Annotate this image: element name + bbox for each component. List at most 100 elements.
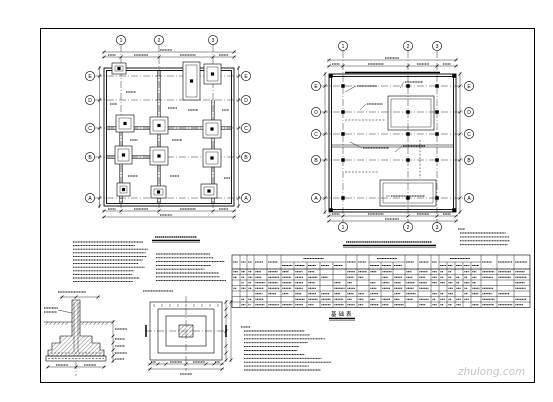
footing-step	[203, 186, 215, 196]
opening	[387, 95, 435, 131]
axis-bubble-circle	[311, 155, 321, 165]
dimension-tick	[97, 204, 102, 208]
dimension-tick	[102, 209, 106, 213]
dimension-tick	[327, 214, 331, 218]
dimension-chain	[327, 64, 458, 68]
dimension-tick	[60, 295, 64, 299]
table-title: 基础表	[331, 310, 354, 318]
dimension-texts	[115, 328, 127, 360]
footing-step	[206, 66, 219, 82]
annotations	[344, 81, 425, 197]
dimension-chain	[323, 72, 327, 214]
footing-step	[117, 148, 130, 162]
dimension-tick	[323, 84, 327, 88]
dimension-tick	[232, 209, 236, 213]
footing	[149, 146, 169, 166]
footing-plan-detail	[143, 290, 233, 375]
axis-label: A	[467, 196, 471, 202]
dimension-texts	[151, 361, 220, 375]
dimension-tick	[97, 74, 102, 78]
axis-bubble-circle	[311, 129, 321, 139]
dimension-tick	[236, 126, 241, 130]
axis-bubble: 3	[432, 222, 442, 232]
axis-bubble-circle	[464, 193, 474, 203]
axis-label: C	[314, 132, 318, 138]
axis-label: 2	[158, 38, 161, 44]
footing-step	[119, 185, 128, 194]
axis-label: E	[314, 84, 318, 90]
dimension-tick	[341, 64, 345, 68]
dimension-chain	[102, 209, 236, 213]
table-title-underline	[329, 317, 355, 321]
axis-bubble: 2	[154, 35, 164, 45]
ground-hatch	[57, 321, 61, 326]
column	[341, 132, 345, 136]
column	[435, 158, 439, 162]
column	[406, 158, 410, 162]
axis-label: E	[244, 74, 248, 80]
axis-bubble: A	[311, 193, 321, 203]
ground-hatch	[85, 321, 89, 326]
column	[329, 208, 333, 212]
column	[435, 196, 439, 200]
foundation-plan-notes	[73, 241, 226, 283]
dimension-tick	[164, 362, 168, 366]
dimension-tick	[454, 219, 458, 223]
axis-bubble: 2	[403, 222, 413, 232]
leader-line	[57, 309, 73, 314]
dimension-tick	[211, 55, 215, 59]
dimension-tick	[323, 210, 327, 214]
dimension-tick	[111, 320, 115, 324]
dimension-tick	[236, 98, 241, 102]
ground-hatch	[61, 321, 65, 326]
dimension-tick	[97, 66, 102, 70]
footing	[116, 182, 131, 197]
column	[452, 74, 456, 78]
footing-step	[153, 188, 164, 196]
axis-label: 2	[407, 225, 410, 231]
dimension-tick	[97, 98, 102, 102]
axis-label: D	[467, 110, 471, 116]
ground-hatch	[53, 321, 57, 326]
axis-bubble: A	[464, 193, 474, 203]
dimension-tick	[212, 362, 216, 366]
column	[329, 74, 333, 78]
dimension-tick	[454, 214, 458, 218]
footing-step	[205, 151, 219, 165]
walls-and-beams	[328, 71, 457, 213]
footing	[114, 145, 133, 165]
axis-bubble-circle	[85, 71, 95, 81]
dimension-tick	[148, 367, 152, 371]
axis-label: 2	[407, 44, 410, 50]
axis-bubble-circle	[154, 35, 164, 45]
footing-step	[205, 122, 219, 136]
footing-step	[185, 64, 198, 98]
axis-label: D	[314, 110, 318, 116]
ground-hatch	[45, 321, 49, 326]
dimension-tick	[224, 351, 228, 355]
axis-bubble-circle	[85, 123, 95, 133]
axis-bubble-circle	[464, 155, 474, 165]
column	[157, 123, 161, 128]
dimension-tick	[102, 55, 106, 59]
axis-bubble-circle	[338, 41, 348, 51]
perimeter-wall	[106, 70, 232, 204]
dimension-tick	[97, 126, 102, 130]
axis-label: D	[244, 98, 248, 104]
column	[341, 196, 345, 200]
dimension-tick	[327, 64, 331, 68]
dimension-tick	[323, 158, 327, 162]
table-body	[233, 271, 527, 306]
dimension-tick	[74, 295, 78, 299]
column	[189, 79, 194, 83]
stair-area	[379, 179, 437, 207]
axis-bubble: D	[311, 107, 321, 117]
axis-label: 1	[342, 44, 345, 50]
axis-label: B	[467, 158, 471, 164]
ground-hatch	[65, 321, 69, 326]
ground-hatch	[49, 321, 53, 326]
footing-step	[152, 149, 166, 163]
dimension-tick	[111, 334, 115, 338]
footing	[203, 63, 222, 85]
